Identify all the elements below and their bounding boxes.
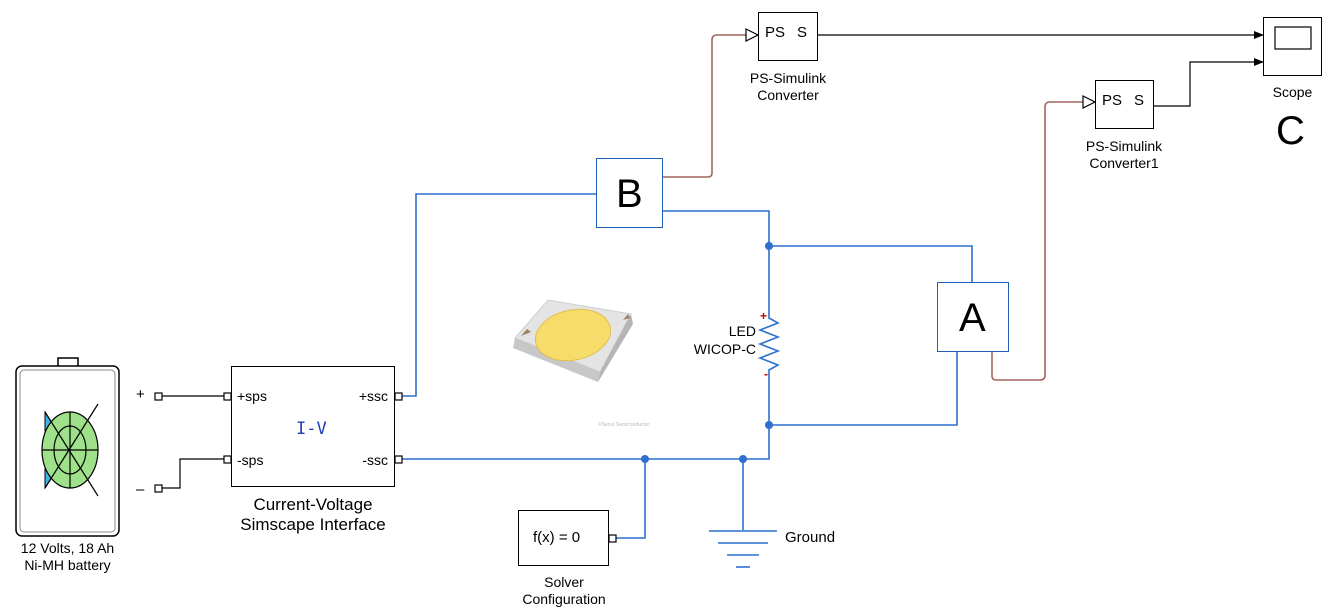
port-plus-sps: +sps [237,388,267,404]
converter-caption-line2: Converter [757,87,819,103]
iv-interface-caption: Current-Voltage Simscape Interface [205,495,421,535]
ps-simulink-converter-caption: PS-Simulink Converter [730,70,846,104]
junction-dot [739,455,747,463]
battery-caption-line1: 12 Volts, 18 Ah [20,540,115,556]
solver-configuration-block[interactable]: f(x) = 0 [518,510,609,566]
ps-input-arrow [1082,95,1097,109]
led-image-watermark: ©Seoul Semiconductor [598,421,650,428]
sensor-a-block[interactable]: A [937,282,1009,352]
wire-ssc-minus-to-ground[interactable] [402,425,770,460]
led-chip-image: ©Seoul Semiconductor [513,299,650,428]
converter-s-port: S [797,24,808,41]
solver-caption-line1: Solver [544,574,584,590]
scope-block[interactable] [1263,17,1322,76]
port-plus-ssc: +ssc [358,388,388,404]
solver-caption: Solver Configuration [500,574,628,608]
ps-simulink-converter1-caption: PS-Simulink Converter1 [1066,138,1182,172]
sensor-b-block[interactable]: B [596,158,663,228]
ps-simulink-converter-block[interactable]: PS S [758,12,818,61]
junctions [641,242,773,463]
wire-battery-minus [162,458,224,489]
wire-sensor-b-to-led-node[interactable] [663,210,770,246]
signal-lines [818,31,1264,107]
terminal-port [223,392,232,401]
battery-icon [15,357,120,537]
converter-caption-line1: PS-Simulink [749,70,827,86]
ground-icon [709,530,777,568]
led-resistor-symbol: + - [757,309,781,381]
terminal-port [154,392,163,401]
led-caption: LED WICOP-C [672,322,756,358]
wire-ssc-plus-to-sensor-b[interactable] [402,193,596,397]
iv-interface-caption-line2: Simscape Interface [240,515,386,534]
svg-text:+: + [760,309,767,323]
wire-solver-to-node[interactable] [616,459,646,539]
converter1-caption-line2: Converter1 [1089,155,1159,171]
svg-text:-: - [764,367,768,381]
wire-sensor-a-to-converter1[interactable] [991,101,1084,381]
ps-connections [663,34,1084,381]
sensor-b-label: B [616,172,643,216]
port-minus-sps: -sps [237,452,264,468]
terminal-ports [154,392,617,543]
solver-formula: f(x) = 0 [533,529,581,546]
battery-plus-label: + [136,386,145,403]
battery-minus-label: – [136,481,145,498]
led-caption-line2: WICOP-C [693,341,756,357]
battery-caption-line2: Ni-MH battery [24,557,111,573]
wire-sensor-a-to-led-bottom[interactable] [769,352,958,426]
physical-connections [402,193,973,539]
signal-converter1-to-scope[interactable] [1154,58,1264,107]
wire-led-node-to-sensor-a[interactable] [769,245,973,282]
terminal-port [394,392,403,401]
junction-dot [765,421,773,429]
solver-caption-line2: Configuration [522,591,606,607]
converter1-ps-port: PS [1102,92,1123,109]
converter-ps-port: PS [765,24,786,41]
led-caption-line1: LED [728,323,756,339]
ground-caption: Ground [785,529,836,546]
junction-dot [641,455,649,463]
port-minus-ssc: -ssc [362,452,388,468]
scope-screen-icon [1274,26,1312,50]
ps-input-arrows [745,28,1097,109]
iv-interface-caption-line1: Current-Voltage [253,495,373,514]
junction-dot [765,242,773,250]
terminal-port [608,534,617,543]
scope-caption: Scope [1272,84,1313,100]
battery-terminal-wires [162,395,224,489]
terminal-port [223,455,232,464]
sensor-a-label: A [959,296,986,340]
ps-input-arrow [745,28,760,42]
ps-simulink-converter1-block[interactable]: PS S [1095,80,1154,129]
battery-caption: 12 Volts, 18 Ah Ni-MH battery [0,540,135,574]
converter1-s-port: S [1134,92,1145,109]
terminal-port [394,455,403,464]
wire-sensor-b-to-converter[interactable] [663,34,752,178]
scope-letter: C [1276,109,1305,153]
terminal-port [154,484,163,493]
iv-interface-block[interactable]: +sps -sps +ssc -ssc I-V [231,366,395,487]
converter1-caption-line1: PS-Simulink [1085,138,1163,154]
iv-interface-title: I-V [296,419,327,439]
